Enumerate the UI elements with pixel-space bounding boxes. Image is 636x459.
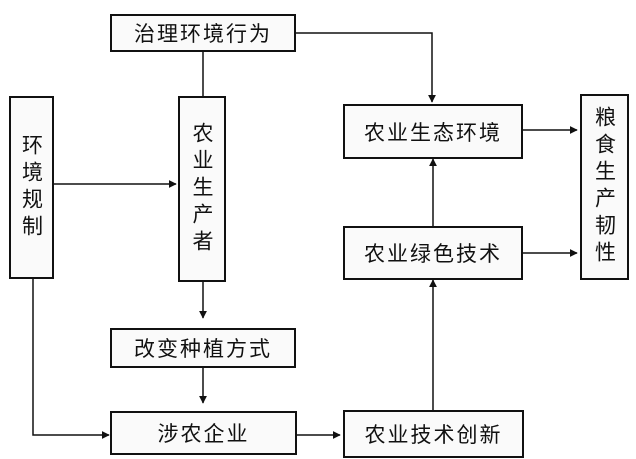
edge-regulation-enterprise (32, 279, 110, 439)
node-producer: 农业生产者 (178, 96, 226, 282)
edge-governance-ecoenv (296, 32, 436, 103)
node-eco-env: 农业生态环境 (343, 104, 523, 159)
node-resilience: 粮食生产韧性 (580, 94, 629, 280)
node-innovation: 农业技术创新 (343, 410, 524, 458)
node-enterprise: 涉农企业 (110, 411, 297, 455)
node-green-tech: 农业绿色技术 (343, 226, 523, 280)
node-planting: 改变种植方式 (110, 328, 296, 368)
node-regulation: 环境规制 (9, 96, 54, 279)
node-governance: 治理环境行为 (110, 14, 296, 52)
